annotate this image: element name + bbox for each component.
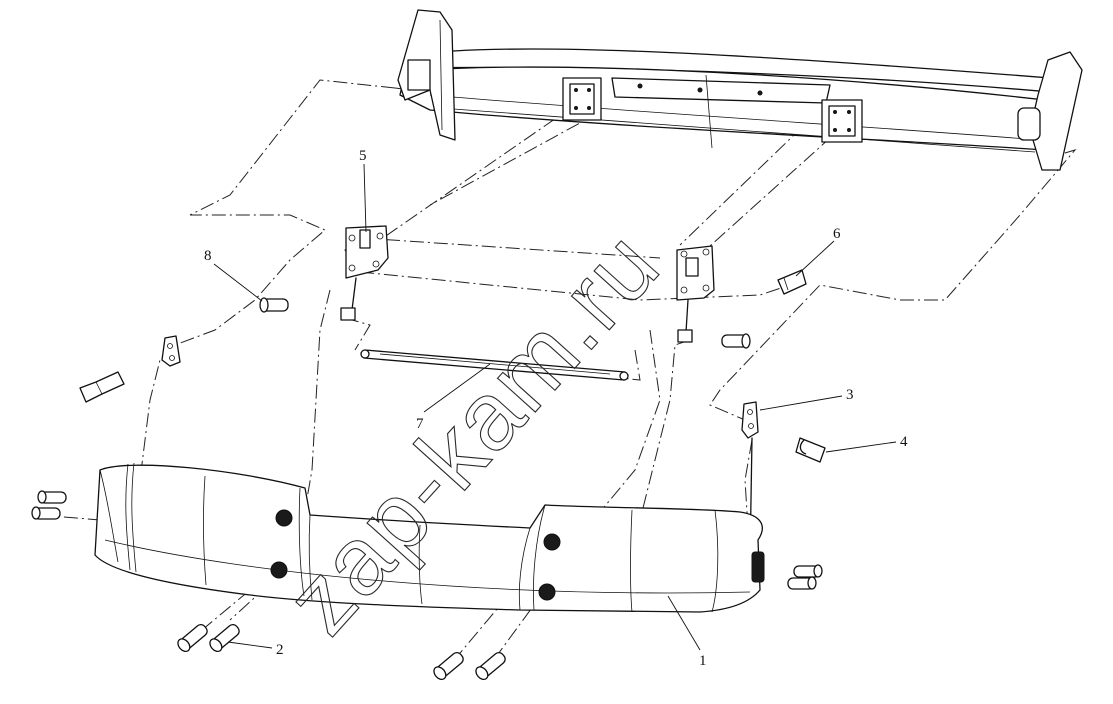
sun-visor — [94, 462, 765, 613]
leader-lines — [213, 163, 897, 651]
upper-bracket-right — [676, 245, 715, 343]
callout-3: 3 — [846, 387, 854, 403]
callout-2: 2 — [276, 642, 284, 658]
callout-7: 7 — [416, 416, 424, 432]
bolt-part-4 — [795, 437, 826, 463]
pins-right-end — [787, 564, 823, 590]
callout-6: 6 — [833, 226, 841, 242]
roof-mount-pad-left — [562, 77, 602, 121]
pins-left-end — [31, 490, 67, 520]
bolt-left-side — [79, 371, 125, 403]
pin-part-8 — [259, 297, 289, 313]
callout-5: 5 — [359, 148, 367, 164]
pin-right-upper — [721, 333, 751, 349]
roof-mount-pad-right — [821, 99, 863, 143]
pins-part-2 — [177, 623, 506, 681]
connecting-rod — [360, 349, 629, 381]
callout-8: 8 — [204, 248, 212, 264]
cab-roof-frame — [397, 9, 1083, 171]
upper-bracket-left — [340, 225, 389, 321]
callout-4: 4 — [900, 434, 908, 450]
bolt-part-6 — [777, 269, 807, 295]
callout-1: 1 — [699, 653, 707, 669]
side-bracket-left — [161, 335, 181, 367]
callout-labels: 1 2 3 4 5 6 7 8 — [204, 148, 908, 669]
